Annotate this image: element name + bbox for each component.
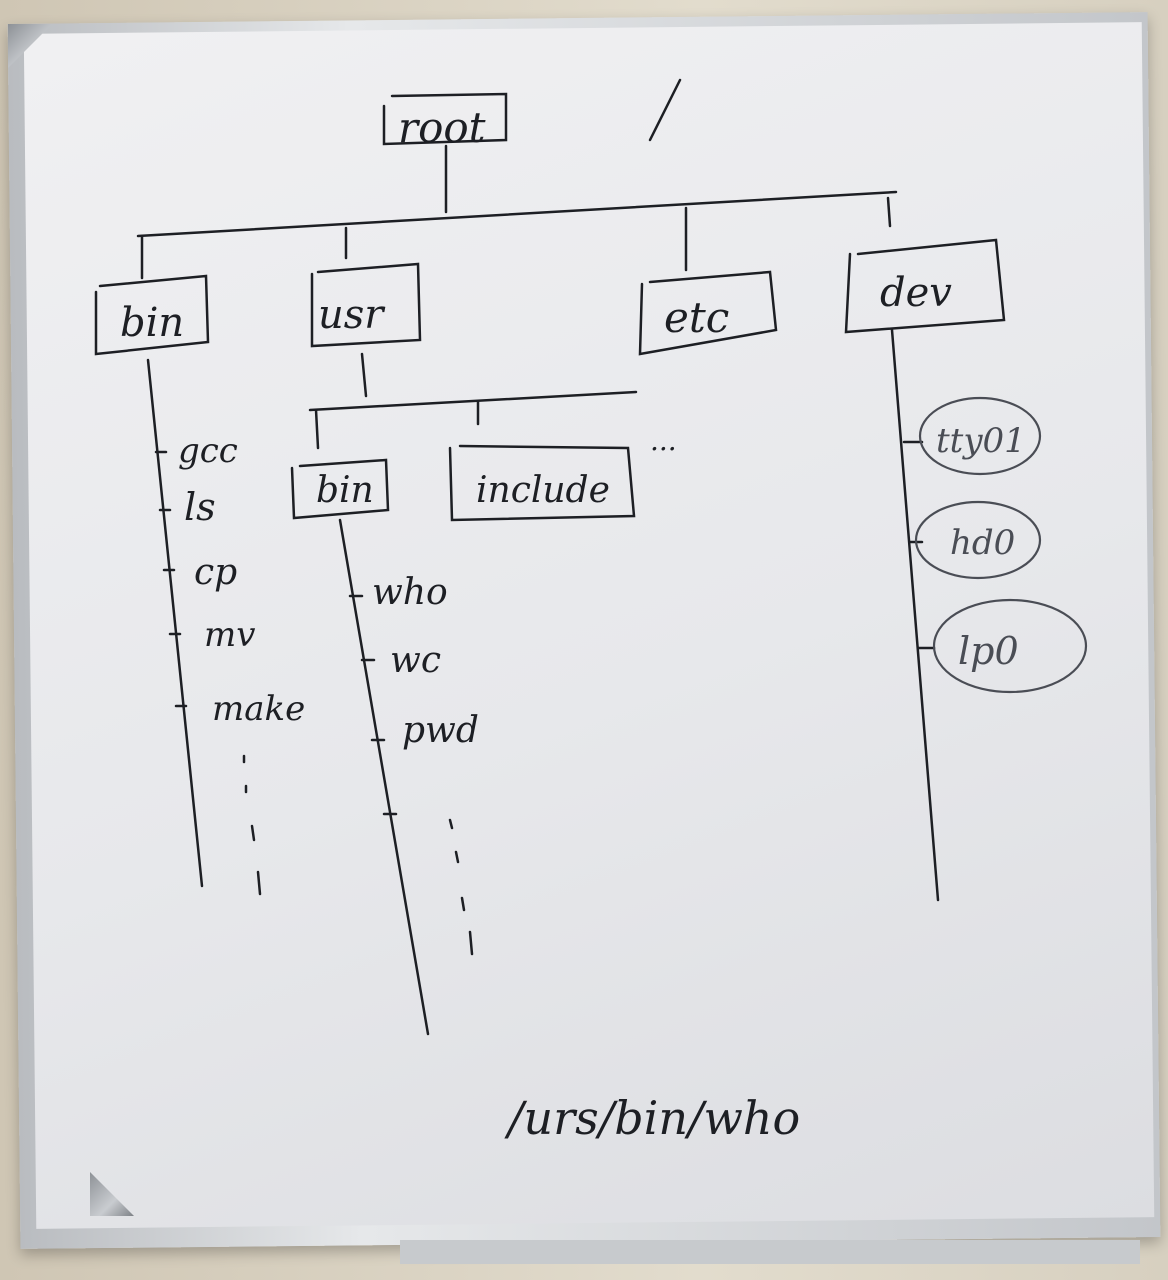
hd0-oval	[914, 500, 1042, 580]
bin-label: bin	[120, 300, 184, 346]
bin-item-cp: cp	[194, 552, 237, 593]
bin-item-make: make	[212, 689, 305, 729]
dev-item-hd0: hd0	[950, 523, 1015, 563]
include-label: include	[476, 470, 610, 511]
dev-item-tty01: tty01	[936, 421, 1026, 461]
bin-item-gcc: gcc	[178, 431, 238, 471]
etc-label: etc	[664, 293, 729, 342]
usr-bin-box	[290, 458, 390, 520]
usr-bin-item-pwd: pwd	[402, 710, 479, 751]
root-box	[382, 92, 508, 146]
dev-box	[844, 238, 1006, 334]
usr-branch-line	[308, 390, 638, 412]
bin-item-ls: ls	[184, 485, 216, 529]
usr-box	[310, 262, 422, 348]
dev-label: dev	[880, 270, 952, 316]
root-branch-line	[136, 190, 898, 238]
etc-box	[638, 270, 778, 356]
usr-bin-label: bin	[316, 470, 374, 511]
usr-more-ellipsis: ...	[650, 424, 677, 457]
lp0-oval	[932, 598, 1088, 694]
path-example: /urs/bin/who	[504, 1091, 800, 1145]
include-box	[448, 444, 636, 522]
dev-item-lp0: lp0	[958, 629, 1019, 673]
usr-label: usr	[318, 292, 386, 338]
root-label: root	[398, 103, 486, 152]
tty01-oval	[918, 396, 1042, 476]
usr-bin-item-who: who	[372, 572, 448, 613]
bin-box	[94, 274, 210, 356]
usr-bin-item-wc: wc	[390, 640, 441, 681]
bin-item-mv: mv	[204, 615, 255, 655]
marker-tray	[400, 1240, 1140, 1264]
